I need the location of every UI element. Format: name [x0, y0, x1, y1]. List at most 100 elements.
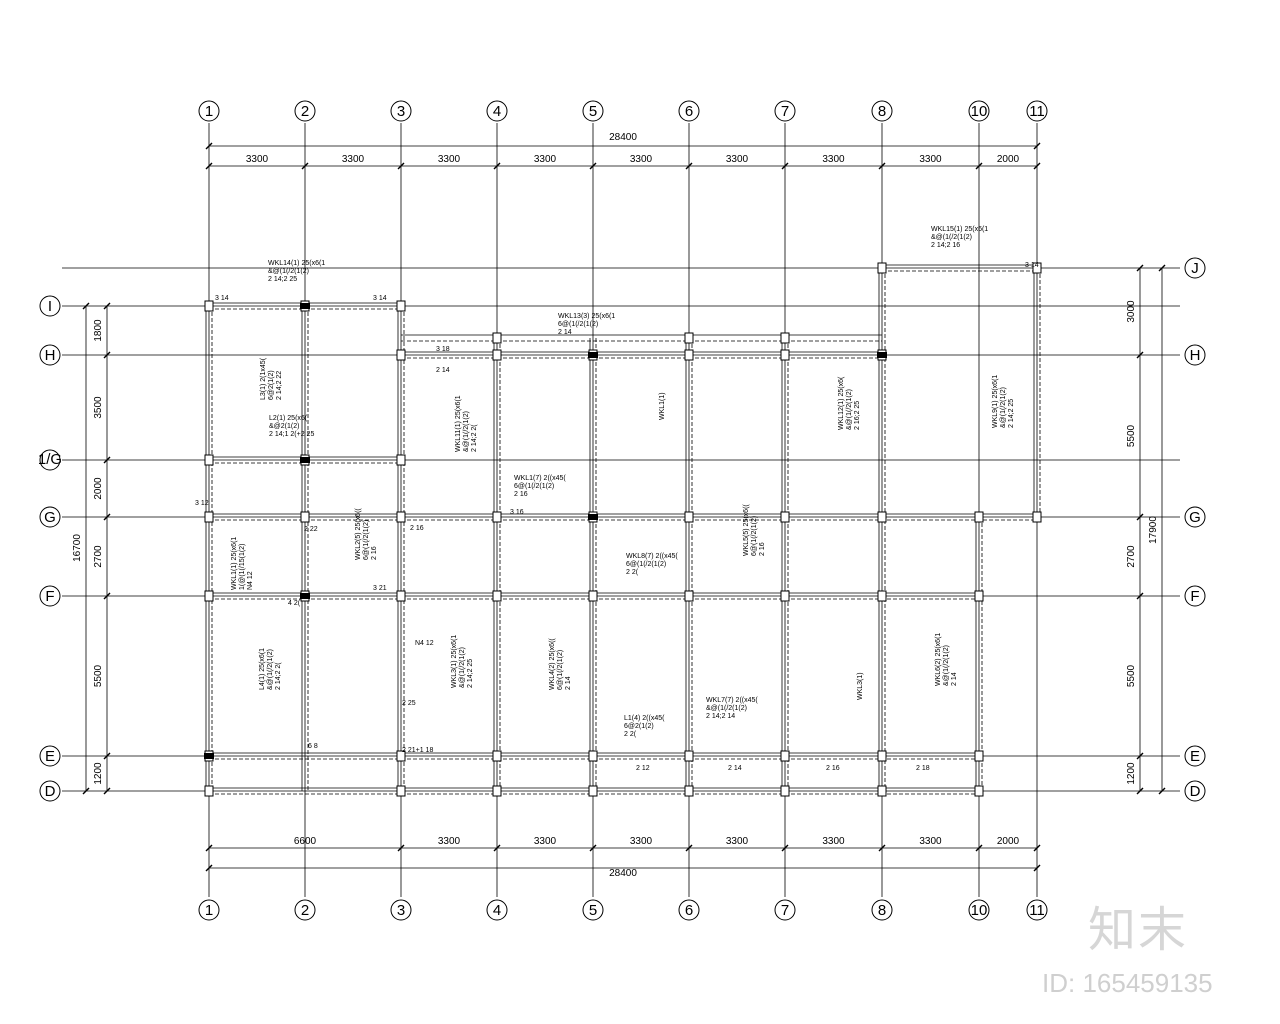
axis-bubble-label: 4 [493, 103, 501, 120]
column [684, 511, 694, 523]
beam-note-line: 2 14 [558, 329, 572, 336]
axis-bubble-left-I: I [39, 295, 61, 317]
axis-bubble-label: 11 [1029, 103, 1045, 120]
column [684, 785, 694, 797]
axis-bubble-label: F [45, 588, 54, 605]
beam-note: WKL3(1) 25(x6(1&@(1(/2(1(2)2 14;2 25 [451, 635, 474, 688]
column [396, 750, 406, 762]
beam-note-line: WKL3(1) 25(x6(1 [451, 635, 458, 688]
axis-bubble-label: I [48, 298, 52, 315]
axis-bubble-left-E: E [39, 745, 61, 767]
beam-note: WKL1(7) 2((x45(6@(1(/2(1(2)2 16 [514, 475, 566, 498]
beam-note-line: &@(1(/2(1(2) [267, 649, 274, 690]
dimension-label: 2700 [1126, 545, 1137, 568]
beam-note-line: &@(1(/2(1(2) [846, 389, 853, 430]
column [588, 750, 598, 762]
beam-note-line: 2 16 [514, 491, 528, 498]
column [396, 511, 406, 523]
axis-bubble-label: G [1189, 509, 1201, 526]
axis-bubble-top-3: 3 [390, 100, 412, 122]
axis-bubble-circle [198, 100, 220, 122]
column [588, 785, 598, 797]
axis-bubble-right-G: G [1184, 506, 1206, 528]
axis-bubble-circle [968, 100, 990, 122]
column [492, 511, 502, 523]
column [492, 785, 502, 797]
axis-bubble-label: 7 [781, 103, 789, 120]
dimension-label: 1200 [93, 762, 104, 785]
axis-bubble-label: 3 [397, 103, 405, 120]
beam-note: WKL1(1) [659, 392, 666, 420]
beam-note-line: &@(1(/2(1(2) [706, 705, 747, 712]
axis-bubble-label: 2 [301, 902, 309, 919]
column [204, 590, 214, 602]
dimension-label: 3300 [438, 836, 461, 847]
axis-bubble-label: 8 [878, 902, 886, 919]
beam-note-line: L4(1) 25(x6(1 [259, 648, 266, 690]
rebar-label: 3 18 [436, 346, 450, 353]
rebar-label: N4 12 [415, 640, 434, 647]
axis-bubble-right-J: J [1184, 257, 1206, 279]
rebar-label: 3 12 [195, 500, 209, 507]
dimension-label: 3300 [438, 154, 461, 165]
beam-note-line: &@(1(/2(1(2) [463, 411, 470, 452]
dimension-label: 17900 [1148, 516, 1159, 544]
dimension-label: 28400 [609, 868, 637, 879]
beam-note-line: WKL4(2) 25(x6(( [549, 638, 556, 690]
beam-note-line: 6@2(1(2) [624, 723, 654, 730]
beam-note-line: L3(1) 2(1x45( [260, 357, 267, 400]
beam-note: L3(1) 2(1x45(6@2(1(2)2 14;2 22 [260, 357, 283, 400]
column-solid [588, 352, 598, 358]
rebar-label: 2 18 [916, 765, 930, 772]
beam-note-line: &@(1(/2(1(2) [931, 234, 972, 241]
beam-note-line: 2 14;2 25 [1008, 399, 1015, 428]
dimension-label: 3300 [342, 154, 365, 165]
column [396, 300, 406, 312]
axis-bubble-left-G: G [39, 506, 61, 528]
dimension-label: 16700 [72, 534, 83, 562]
column [588, 590, 598, 602]
axis-bubble-bottom-1: 1 [198, 899, 220, 921]
rebar-label: 3 14 [1025, 262, 1039, 269]
beam-note: WKL6(2) 25(x6(1&@(1(/2(1(2)2 14 [935, 633, 958, 686]
axis-bubble-bottom-11: 11 [1026, 899, 1048, 921]
beam-note-line: WKL13(3) 25(x6(1 [558, 313, 615, 320]
axis-bubble-circle [774, 899, 796, 921]
beam-note-line: 6@(1(/2(1(2) [514, 483, 554, 490]
axis-bubble-label: F [1190, 588, 1199, 605]
watermark-logo: 知末 [1088, 902, 1189, 958]
axis-bubble-circle [486, 100, 508, 122]
axis-bubble-label: E [45, 748, 55, 765]
axis-bubble-label: 1 [205, 103, 213, 120]
axis-bubble-left-H: H [39, 344, 61, 366]
column [780, 785, 790, 797]
axis-bubble-circle [871, 100, 893, 122]
axis-bubble-circle [294, 899, 316, 921]
beam-note-line: 6@2(1(2) [268, 370, 275, 400]
column-solid [300, 457, 310, 463]
axis-bubble-circle [1184, 585, 1206, 607]
grid-lines [62, 123, 1180, 897]
beam-note-line: 2 14;2 2( [275, 662, 282, 690]
axis-bubble-bottom-3: 3 [390, 899, 412, 921]
column [396, 349, 406, 361]
axis-bubble-circle [871, 899, 893, 921]
axis-bubble-circle [582, 899, 604, 921]
rebar-label: 2 21+1 18 [402, 747, 433, 754]
rebar-label: 2 14 [728, 765, 742, 772]
beam-note: WKL4(2) 25(x6((6@(1(/2(1(2)2 14 [549, 638, 572, 690]
axis-bubble-circle [39, 780, 61, 802]
beam-note-line: 2 14;2 16 [931, 242, 960, 249]
column [877, 590, 887, 602]
beam-note-line: 6@(1(/2(1(2) [626, 561, 666, 568]
axis-bubble-top-5: 5 [582, 100, 604, 122]
rebar-label: 2 16 [410, 525, 424, 532]
beam-outlines [205, 264, 1041, 795]
beam-note-line: N4 12 [247, 571, 254, 590]
column [396, 785, 406, 797]
column [684, 332, 694, 344]
axis-bubble-right-H: H [1184, 344, 1206, 366]
axis-bubble-circle [774, 100, 796, 122]
column [1032, 262, 1042, 274]
